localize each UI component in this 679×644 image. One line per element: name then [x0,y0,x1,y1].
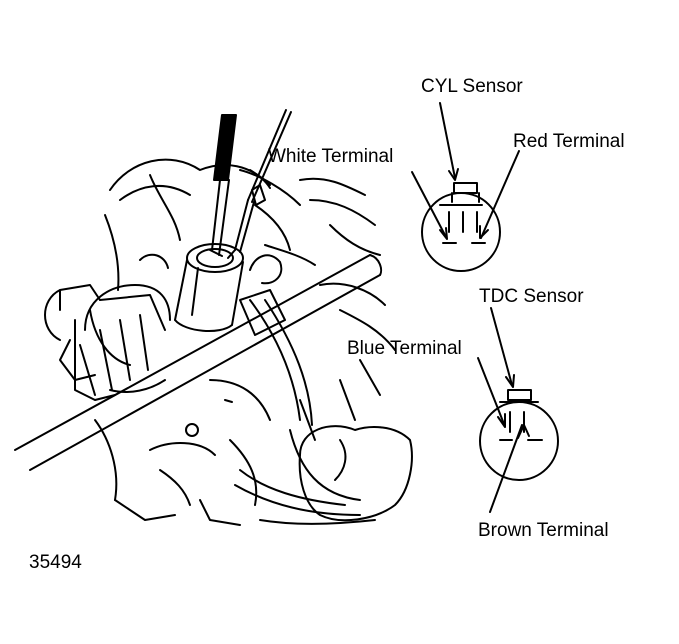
cyl-sensor-label: CYL Sensor [421,76,523,97]
engine-illustration [14,109,413,526]
red-terminal-label: Red Terminal [513,131,625,152]
cyl-sensor-connector [421,182,501,272]
tdc-sensor-label: TDC Sensor [479,286,584,307]
tdc-sensor-connector [479,389,559,481]
white-terminal-label: White Terminal [268,146,394,167]
brown-terminal-label: Brown Terminal [478,520,609,541]
figure-number: 35494 [29,552,82,573]
leader-lines [411,102,530,513]
blue-terminal-label: Blue Terminal [347,338,462,359]
